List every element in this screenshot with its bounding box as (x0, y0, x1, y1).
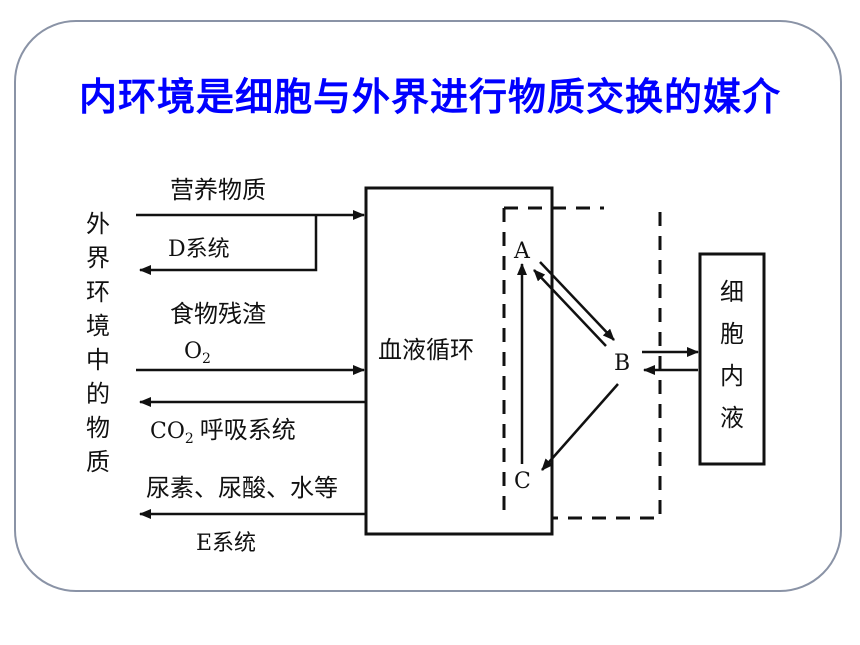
cell-char: 内 (720, 362, 744, 390)
blood-circulation-box (364, 186, 554, 536)
b-to-a-arrow (533, 269, 607, 347)
e-system-label: E系统 (196, 531, 256, 556)
left-char: 的 (86, 380, 110, 408)
node-c: C (514, 469, 531, 494)
external-substances-label: 外 界 环 境 中 的 物 质 (86, 210, 110, 476)
left-char: 境 (86, 312, 110, 340)
blood-circulation-label: 血液循环 (378, 336, 474, 364)
left-char: 界 (86, 244, 110, 272)
slide-title: 内环境是细胞与外界进行物质交换的媒介 (78, 75, 781, 119)
cell-char: 胞 (720, 320, 744, 348)
dashed-region-right (552, 212, 662, 520)
nutrients-label: 营养物质 (170, 176, 266, 204)
intracellular-fluid-box (698, 252, 766, 466)
cell-char: 液 (720, 404, 744, 432)
d-system-label: D系统 (168, 237, 230, 262)
left-char: 中 (86, 346, 110, 374)
d-system-arrow (139, 215, 318, 275)
a-to-b-arrow (539, 261, 615, 341)
b-to-c-arrow (541, 383, 619, 471)
urea-label: 尿素、尿酸、水等 (146, 474, 338, 502)
cell-char: 细 (720, 278, 744, 306)
left-char: 环 (86, 278, 110, 306)
left-char: 外 (86, 210, 110, 238)
node-a: A (513, 239, 531, 264)
node-b: B (614, 351, 630, 376)
slide-frame (14, 20, 842, 592)
left-char: 物 (86, 414, 110, 442)
o2-label: O2 (184, 339, 211, 367)
food-residue-label: 食物残渣 (170, 300, 266, 328)
left-char: 质 (86, 448, 110, 476)
